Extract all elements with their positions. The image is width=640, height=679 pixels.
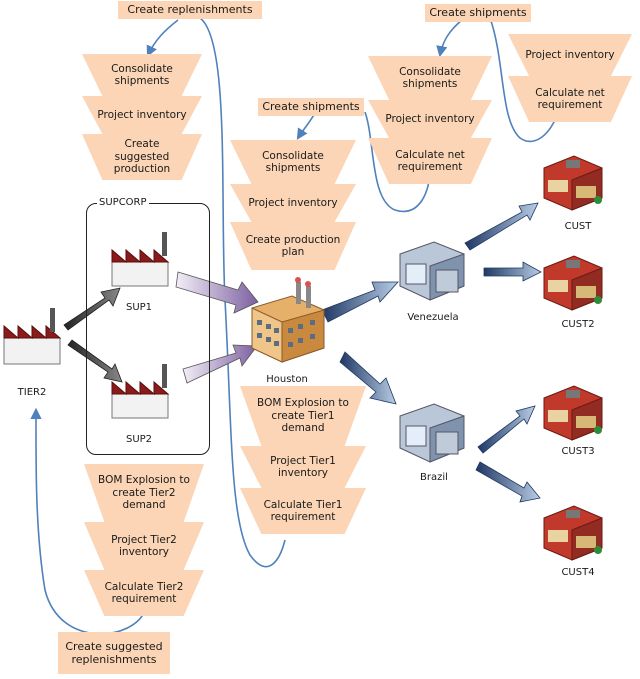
- flow-line-replenishments: [199, 17, 286, 568]
- venezuela-top-step-1: Consolidate shipments: [368, 56, 492, 100]
- sup2-factory-icon: [111, 364, 170, 419]
- create-suggested-replenishments-label: Create suggested replenishments: [58, 632, 170, 674]
- create-replenishments-label: Create replenishments: [118, 1, 262, 19]
- cust2-store-icon: [543, 255, 603, 311]
- flow-arrow-to-houston-top: [296, 112, 316, 140]
- arrow-tier2-sup1: [63, 287, 121, 331]
- create-shipments-top-label: Create shipments: [425, 4, 531, 22]
- supcorp-title: SUPCORP: [97, 197, 149, 208]
- houston-plant-icon: [251, 277, 325, 363]
- supcorp-group: [86, 203, 210, 455]
- sup-houston-arrows: [175, 271, 259, 384]
- cust4-store-icon: [543, 505, 603, 561]
- venezuela-top-step-3: Calculate net requirement: [368, 138, 492, 184]
- tier2-label: TIER2: [17, 387, 47, 398]
- tier2-factory-icon: [3, 308, 62, 365]
- supcorp-top-step-2: Project inventory: [82, 96, 202, 134]
- houston-dc-arrows: [321, 281, 399, 405]
- cust2-label: CUST2: [561, 319, 595, 330]
- arrow-sup1-houston: [175, 271, 259, 314]
- houston-top-step-2: Project inventory: [230, 184, 356, 222]
- dc-cust-arrows: [464, 202, 542, 503]
- flow-arrow-to-venezuela-top: [436, 19, 463, 58]
- arrow-venezuela-cust: [464, 202, 539, 251]
- create-shipments-mid-label: Create shipments: [258, 98, 364, 116]
- houston-top-step-1: Consolidate shipments: [230, 140, 356, 184]
- houston-label: Houston: [266, 374, 308, 385]
- sup1-factory-icon: [111, 232, 170, 287]
- venezuela-warehouse-icon: [399, 241, 465, 301]
- supcorp-top-step-3: Create suggested production: [82, 134, 202, 180]
- arrow-houston-brazil: [339, 351, 397, 405]
- arrow-venezuela-cust2: [483, 261, 542, 282]
- cust-label: CUST: [564, 221, 592, 232]
- tier2-arrows: [63, 287, 123, 383]
- venezuela-label: Venezuela: [407, 312, 459, 323]
- cust-top-step-2: Calculate net requirement: [508, 76, 632, 122]
- arrow-tier2-sup2: [67, 339, 123, 383]
- cust-top-step-1: Project inventory: [508, 34, 632, 76]
- supcorp-top-step-1: Consolidate shipments: [82, 54, 202, 96]
- supcorp-bottom-step-3: Calculate Tier2 requirement: [84, 570, 204, 616]
- arrow-houston-venezuela: [321, 281, 399, 323]
- arrow-brazil-cust3: [477, 405, 536, 454]
- sup1-label: SUP1: [125, 302, 153, 313]
- cust4-label: CUST4: [561, 567, 595, 578]
- houston-bottom-step-3: Calculate Tier1 requirement: [240, 488, 366, 534]
- cust3-label: CUST3: [561, 446, 595, 457]
- brazil-warehouse-icon: [399, 403, 465, 463]
- supcorp-bottom-step-1: BOM Explosion to create Tier2 demand: [84, 464, 204, 522]
- flow-arrow-to-supcorp-top: [146, 19, 179, 58]
- supcorp-bottom-step-2: Project Tier2 inventory: [84, 522, 204, 570]
- flow-line-replenish-left: [30, 407, 146, 635]
- sup2-label: SUP2: [125, 434, 153, 445]
- brazil-label: Brazil: [420, 472, 448, 483]
- houston-bottom-step-2: Project Tier1 inventory: [240, 446, 366, 488]
- houston-bottom-step-1: BOM Explosion to create Tier1 demand: [240, 386, 366, 446]
- houston-top-step-3: Create production plan: [230, 222, 356, 270]
- arrow-sup2-houston: [182, 344, 258, 384]
- cust3-store-icon: [543, 385, 603, 441]
- arrow-brazil-cust4: [475, 461, 541, 503]
- venezuela-top-step-2: Project inventory: [368, 100, 492, 138]
- cust-store-icon: [543, 155, 603, 211]
